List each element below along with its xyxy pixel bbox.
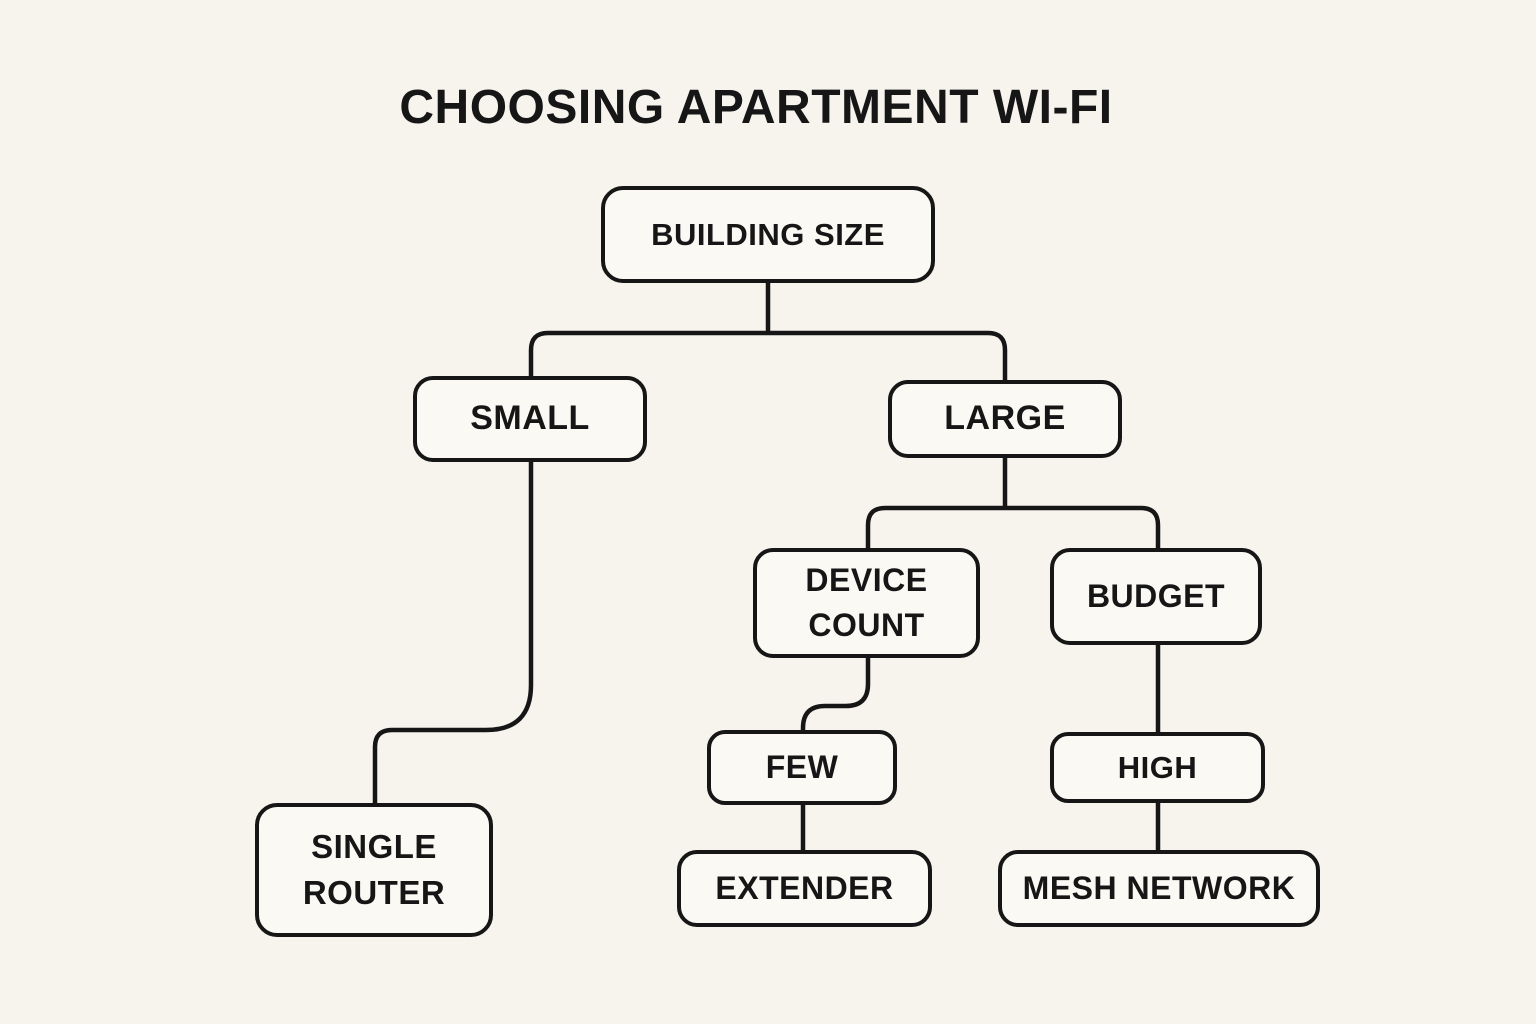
node-mesh-network: MESH NETWORK [998, 850, 1320, 927]
edge-small-singlerouter [372, 460, 534, 807]
edge-devicecount-few [800, 656, 871, 734]
diagram-title: CHOOSING APARTMENT WI-FI [399, 81, 1113, 134]
node-single-router: SINGLE ROUTER [255, 803, 493, 937]
node-extender: EXTENDER [677, 850, 932, 927]
node-large: LARGE [888, 380, 1122, 458]
node-small: SMALL [413, 376, 647, 462]
node-high: HIGH [1050, 732, 1265, 803]
edge-large-branch [865, 505, 1161, 550]
node-device-count: DEVICE COUNT [753, 548, 980, 658]
node-budget: BUDGET [1050, 548, 1262, 645]
edge-buildingsize-branch [528, 330, 1008, 382]
node-few: FEW [707, 730, 897, 805]
node-building-size: BUILDING SIZE [601, 186, 935, 283]
